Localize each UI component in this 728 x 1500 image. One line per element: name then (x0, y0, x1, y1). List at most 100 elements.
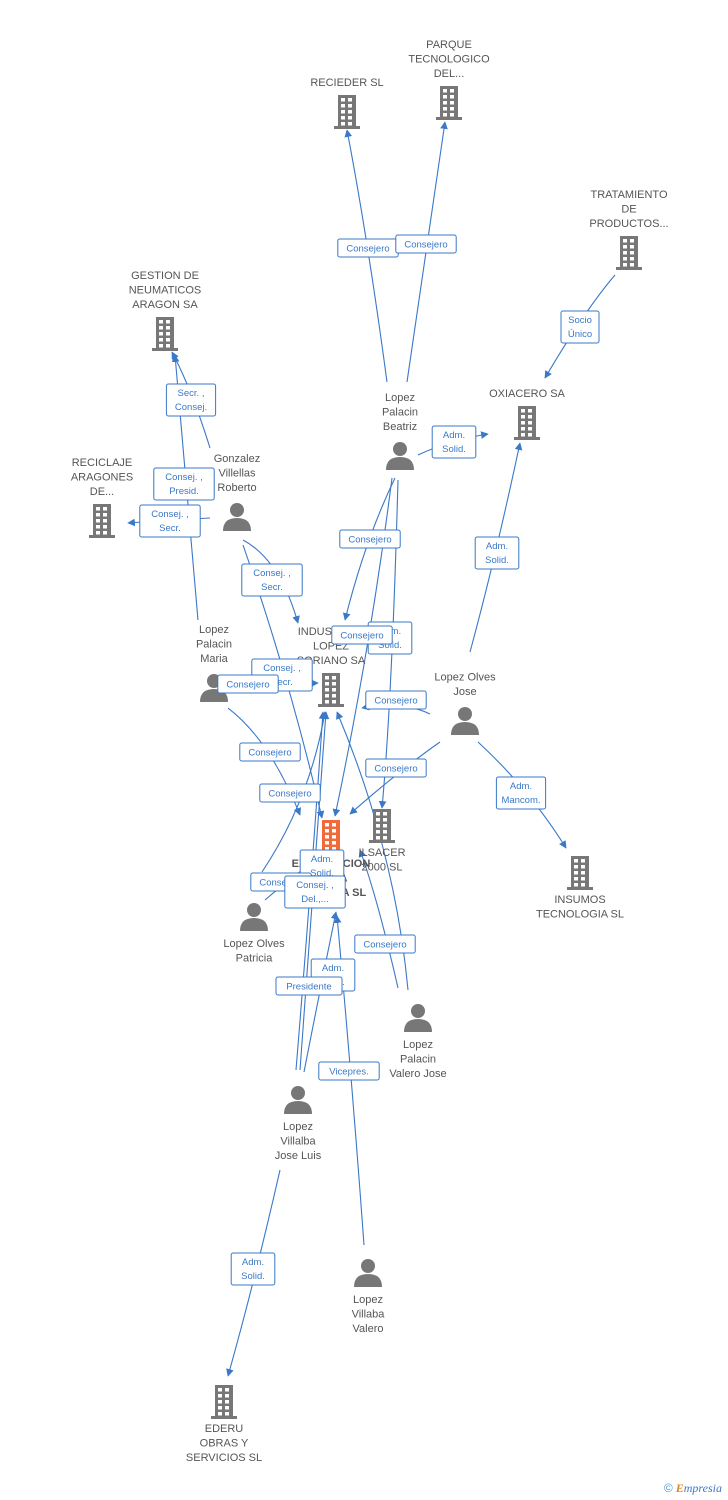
edge-label-e23[interactable]: Consejero (354, 934, 416, 954)
edge-label-e17[interactable]: Adm.Mancom. (495, 776, 547, 810)
edge-label-line: Consejero (226, 680, 269, 691)
node-label-line: Jose Luis (275, 1150, 322, 1162)
building-icon (152, 317, 178, 351)
edge-line-e23 (336, 711, 409, 991)
edge-label-line: Consejero (374, 764, 417, 775)
edge-label-line: Único (568, 329, 592, 340)
edge-label-line: Secr. (159, 523, 181, 534)
edge-label-line: Socio (568, 315, 592, 326)
edge-label-e18[interactable]: Consejero (239, 742, 301, 762)
node-label-line: Palacin (382, 407, 418, 419)
edge-label-line: Adm. (510, 781, 532, 792)
edge-label-e5[interactable]: Secr. , Consej. (165, 383, 217, 417)
edge-label-line: Consejero (248, 748, 291, 759)
node-label-line: Valero (353, 1323, 384, 1335)
edge-label-line: Consej. (175, 402, 207, 413)
edge-label-line: Secr. , (178, 388, 205, 399)
node-label-line: Maria (200, 653, 228, 665)
edge-label-text: Consejero (340, 631, 383, 642)
edge-label-e12[interactable]: Adm.Solid. (474, 536, 520, 570)
node-label-line: SORIANO SA (297, 655, 366, 667)
edge-label-text: Consejero (404, 240, 447, 251)
edge-label-line: Consej. , (253, 568, 291, 579)
node-label-line: Lopez Olves (434, 672, 496, 684)
node-recieder[interactable]: RECIEDER SL (310, 77, 384, 129)
person-icon (404, 1004, 432, 1032)
edge-label-text: Consej. ,Secr. (263, 663, 301, 688)
node-label-line: Patricia (236, 953, 274, 965)
edge-label-e15[interactable]: Consejero (217, 674, 279, 694)
node-label-line: ARAGON SA (132, 299, 198, 311)
node-label-line: Lopez (353, 1294, 383, 1306)
node-label-line: Gonzalez (214, 453, 260, 465)
edge-label-line: Solid. (485, 555, 509, 566)
edge-label-line: Secr. (261, 582, 283, 593)
empresia-brand[interactable]: ©Empresia (664, 1481, 722, 1496)
node-label-line: Villalba (280, 1136, 316, 1148)
node-label-line: Lopez (199, 624, 229, 636)
edge-label-line: Presid. (169, 486, 199, 497)
edge-label-e1[interactable]: Consejero (337, 238, 399, 258)
edge-label-e26[interactable]: Vicepres. (318, 1061, 380, 1081)
node-label-line: RECIEDER SL (310, 77, 383, 89)
node-label-line: DEL... (434, 68, 465, 80)
edge-label-e4[interactable]: Adm.Solid. (431, 425, 477, 459)
edge-label-e7[interactable]: Consej. ,Secr. (139, 504, 201, 538)
edge-label-e27[interactable]: Adm.Solid. (230, 1252, 276, 1286)
edge-label-e22[interactable]: Consej. ,Del.,... (284, 875, 346, 909)
building-icon (616, 236, 642, 270)
edge-label-text: Consejero (374, 696, 417, 707)
edge-label-e16[interactable]: Consejero (365, 758, 427, 778)
edge-line-e8 (342, 477, 396, 621)
edge-label-line: Adm. (242, 1257, 264, 1268)
edge-label-e2[interactable]: Consejero (395, 234, 457, 254)
edge-label-line: Adm. (311, 854, 333, 865)
edge-label-e6[interactable]: Consej. ,Presid. (153, 467, 215, 501)
edge-label-text: Adm.Solid. (310, 854, 334, 879)
edge-label-e19[interactable]: Consejero (259, 783, 321, 803)
node-label: OXIACERO SA (489, 388, 565, 400)
edge-label-line: Consejero (340, 631, 383, 642)
edge-label-text: Adm.Solid. (485, 541, 509, 566)
node-label-line: TECNOLOGICO (408, 54, 490, 66)
edge-label-e8[interactable]: Consejero (339, 529, 401, 549)
edge-label-e25[interactable]: Presidente (275, 976, 343, 996)
node-label: RECIEDER SL (310, 77, 383, 89)
edge-label-e9[interactable]: Consej. , Secr. (241, 563, 303, 597)
node-label-line: Lopez (283, 1121, 313, 1133)
edge-label-text: Consej. ,Secr. (151, 509, 189, 534)
edge-label-line: Consej. , (296, 880, 334, 891)
edge-label-e13[interactable]: Consejero (365, 690, 427, 710)
building-icon (514, 406, 540, 440)
edge-label-e11[interactable]: Consejero (331, 625, 393, 645)
edge-label-text: Presidente (286, 982, 331, 993)
node-label-line: Villaba (352, 1309, 386, 1321)
node-oxiacero[interactable]: OXIACERO SA (489, 388, 566, 440)
edge-label-line: Solid. (378, 640, 402, 651)
node-label-line: NEUMATICOS (129, 285, 202, 297)
edge-line-e16 (349, 741, 441, 815)
building-icon (89, 504, 115, 538)
brand-name: mpresia (683, 1481, 722, 1495)
